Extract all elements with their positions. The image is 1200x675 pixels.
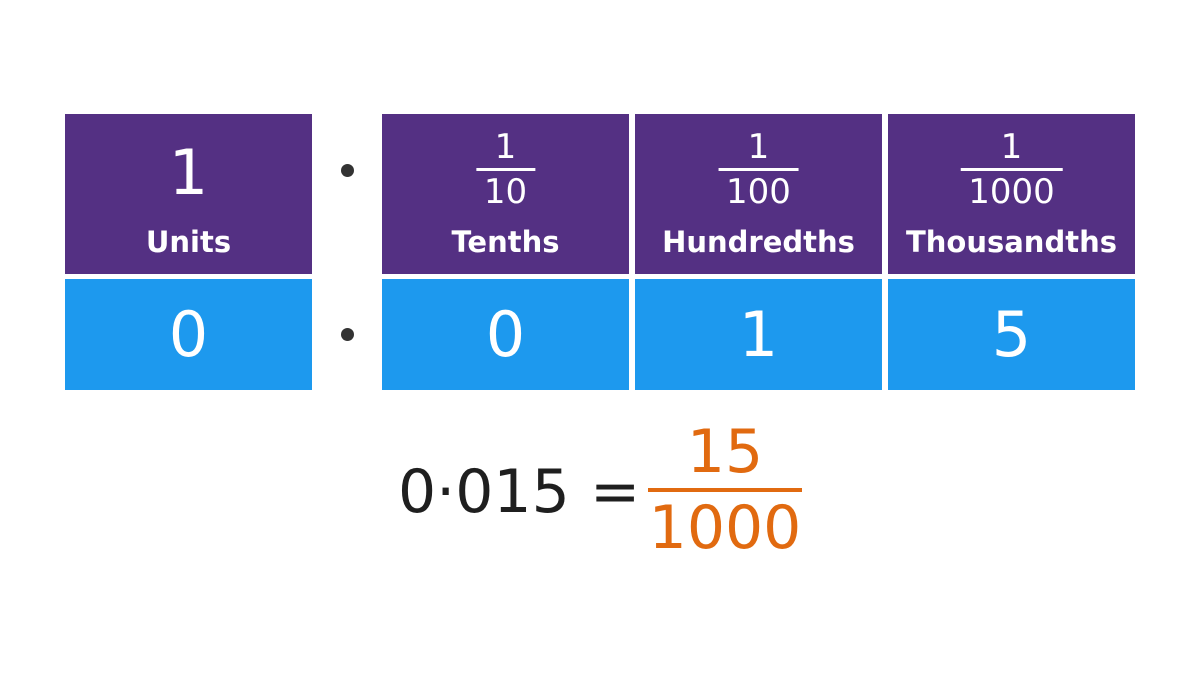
decimal-point-header	[341, 164, 354, 177]
units-place-value: 1	[168, 136, 209, 209]
tenths-value: 0	[382, 279, 629, 390]
hundredths-fraction: 1 100	[718, 128, 799, 211]
tenths-fraction-bar	[475, 168, 536, 171]
units-header: 1 Units	[65, 114, 312, 274]
hundredths-label: Hundredths	[662, 225, 855, 259]
tenths-denominator: 10	[483, 172, 528, 212]
result-denominator: 1000	[648, 493, 802, 563]
units-label: Units	[145, 225, 232, 259]
thousandths-denominator: 1000	[968, 172, 1055, 212]
tenths-header: 1 10 Tenths	[382, 114, 629, 274]
thousandths-fraction-bar	[960, 168, 1063, 171]
decimal-point-value	[341, 328, 354, 341]
result-fraction-bar	[648, 488, 802, 492]
thousandths-value: 5	[888, 279, 1135, 390]
result-fraction: 15 1000	[648, 420, 802, 560]
hundredths-numerator: 1	[747, 127, 770, 167]
thousandths-label: Thousandths	[905, 225, 1117, 259]
units-value: 0	[65, 279, 312, 390]
hundredths-header: 1 100 Hundredths	[635, 114, 882, 274]
hundredths-fraction-bar	[718, 168, 799, 171]
tenths-fraction: 1 10	[475, 127, 536, 212]
thousandths-numerator: 1	[1000, 127, 1023, 167]
thousandths-fraction: 1 1000	[960, 128, 1063, 211]
result-numerator: 15	[686, 417, 764, 487]
decimal-number: 0·015	[398, 457, 570, 527]
tenths-label: Tenths	[451, 225, 560, 259]
hundredths-denominator: 100	[726, 172, 791, 212]
thousandths-header: 1 1000 Thousandths	[888, 114, 1135, 274]
equals-sign: =	[590, 457, 641, 527]
hundredths-value: 1	[635, 279, 882, 390]
tenths-numerator: 1	[494, 127, 517, 167]
